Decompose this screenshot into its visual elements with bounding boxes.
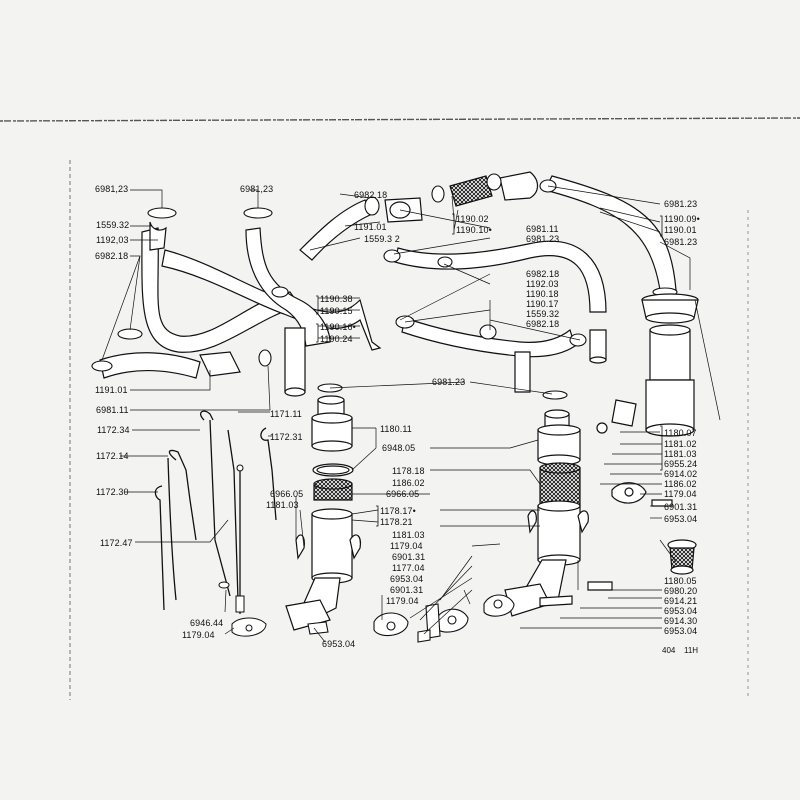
dipstick-parts [218,464,267,637]
part-label: 6982.18 [95,251,129,261]
part-label: 6980.20 [664,586,698,596]
part-label: 6981,23 [240,184,274,194]
part-label: 6953.04 [390,574,424,584]
part-label: 1181.02 [664,439,697,449]
part-label: 1186.02 [392,478,425,488]
gaskets-lower [307,594,515,643]
part-label: 1559.32 [96,220,130,230]
part-label: 1190.18 [526,289,559,299]
part-label: 1180.05 [664,576,697,586]
part-label: 1192.03 [526,279,559,289]
center-hose-assembly [299,171,677,393]
part-label: 1172.14 [96,451,129,461]
part-label: 6901.31 [392,552,426,562]
part-label: 6914.21 [664,596,698,606]
part-label: 6953.04 [664,626,698,636]
part-label: 1190.15 [320,306,353,316]
part-label: 6953.04 [664,514,698,524]
part-label: 1179.04 [386,596,419,606]
part-label: 1180.11 [380,424,412,434]
part-label: 6982.18 [526,319,560,329]
part-label: 1190.24 [320,334,353,344]
part-label: 1190.10• [456,225,492,235]
part-label: 1178.21 [380,517,413,527]
part-label: 1179.04 [390,541,423,551]
scan-border [0,117,800,700]
part-label: 6914.02 [664,469,698,479]
part-label: 1181.03 [392,530,425,540]
part-label: 6901.31 [390,585,424,595]
part-label: 1172.30 [96,487,129,497]
left-air-filter [285,395,361,631]
part-label: 1186.02 [664,479,697,489]
part-label: 6901.31 [664,502,698,512]
part-label: 6981.23 [526,234,560,244]
part-label: 6981.23 [664,237,698,247]
page-ref-code: 404 [662,646,676,655]
part-label: 1190.09• [664,214,700,224]
part-label: 1178.17• [380,506,416,516]
part-label: 6914.30 [664,616,698,626]
part-label: 1172.47 [100,538,133,548]
part-label: 1178.18 [392,466,425,476]
part-label: 6966.05 [270,489,304,499]
part-label: 1190.16• [320,322,356,332]
part-label: 6953.04 [664,606,698,616]
part-label: 6953.04 [322,639,356,649]
part-label: 1172.31 [270,432,303,442]
part-label: 1171.11 [270,409,302,419]
part-label: 1190.17 [526,299,559,309]
part-label: 6981.11 [96,405,129,415]
right-canister [539,293,699,607]
part-label: 6948.05 [382,443,416,453]
part-label: 1180.07 [664,428,697,438]
part-label: 1177.04 [392,563,425,573]
part-label: 6966.05 [386,489,420,499]
part-label: 6981.23 [432,377,466,387]
left-hose-assembly [99,221,382,397]
part-label: 1191.01 [354,222,387,232]
part-label: 1181.03 [664,449,697,459]
part-label: 6981,23 [95,184,129,194]
part-label: 1190.01 [664,225,697,235]
part-label: 1192,03 [96,235,129,245]
part-label: 1191.01 [95,385,128,395]
right-air-filter [504,409,589,617]
part-label: 1179.04 [182,630,215,640]
page-ref-sheet: 11H [684,646,699,655]
center-clamps [317,173,678,400]
bracket-marks [316,213,663,527]
part-label: 1559.3 2 [364,234,400,244]
left-clamps [91,207,289,372]
part-label: 1190.02 [456,214,489,224]
part-label: 1179.04 [664,489,697,499]
part-label: 1172.34 [97,425,130,435]
part-label: 1190.38 [320,294,353,304]
part-label: 6982.18 [354,190,388,200]
leader-lines [101,185,721,643]
part-label: 6981.23 [664,199,698,209]
part-label: 6982.18 [526,269,560,279]
part-label: 6955.24 [664,459,698,469]
part-label: 6946.44 [190,618,224,628]
part-label: 1559.32 [526,309,560,319]
dipsticks [154,410,277,614]
part-label: 1181.03 [266,500,299,510]
part-label: 6981.11 [526,224,559,234]
